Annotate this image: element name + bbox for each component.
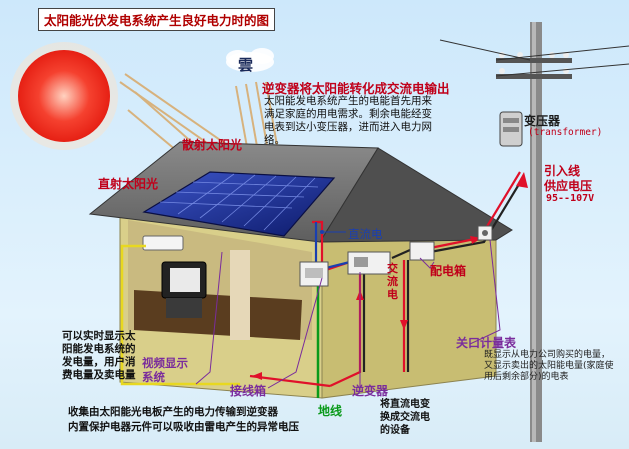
callout-lines (195, 239, 501, 390)
junction-box-label: 接线箱 (230, 384, 267, 398)
tv-monitor (161, 261, 207, 318)
inverter-headline: 逆变器将太阳能转化成交流电输出 (262, 81, 450, 96)
transformer-label: 变压器 (524, 114, 561, 128)
voltage-range-label: 95--107V (546, 193, 595, 204)
junction-box (299, 261, 329, 287)
dc-label: 直流电 (348, 227, 383, 241)
supply-voltage-label: 供应电压 (544, 179, 593, 193)
inverter-label: 逆变器 (352, 384, 389, 398)
utility-pole (439, 22, 629, 442)
diagram-title: 太阳能光伏发电系统产生良好电力时的图 (38, 8, 276, 31)
inverter-description: 太阳能发电系统产生的电能首先用来满足家庭的用电需求。剩余电能经变电表到达小变压器… (264, 95, 432, 146)
lead-line-label: 引入线 (544, 164, 581, 178)
cloud-icon (226, 48, 274, 72)
distribution-box-label: 配电箱 (430, 264, 467, 278)
meter-box (477, 225, 493, 241)
bottom-note-1: 收集由太阳能光电板产生的电力传输到逆变器 (68, 406, 278, 418)
distribution-box (409, 241, 435, 261)
flow-arrows (252, 172, 528, 380)
ground-label: 地线 (318, 404, 343, 418)
house (88, 141, 513, 399)
meter-label: 关口计量表 (456, 336, 517, 350)
sun-icon (10, 42, 118, 150)
ac-label: 交流电 (387, 262, 398, 301)
wiring (120, 171, 525, 398)
scattered-sunlight-label: 散射太阳光 (182, 138, 243, 152)
inverter-function: 将直流电变换成交流电的设备 (380, 399, 430, 436)
bottom-note-2: 内置保护电器元件可以吸收由雷电产生的异常电压 (68, 421, 299, 433)
transformer-en-label: (transformer) (528, 127, 603, 138)
inverter-box (347, 251, 391, 275)
wall-unit (142, 235, 184, 251)
cloud-label: 雲 (238, 56, 254, 74)
video-display-label: 视频显示系统 (142, 356, 188, 384)
transformer-icon (499, 111, 523, 147)
meter-description: 既显示从电力公司购买的电量，又显示卖出的太阳能电量(家庭使用后剩余部分)的电表 (484, 350, 614, 382)
display-description: 可以实时显示太阳能发电系统的发电量，用户消费电量及卖电量 (62, 330, 136, 381)
direct-sunlight-label: 直射太阳光 (98, 177, 159, 191)
solar-panel (142, 171, 336, 237)
